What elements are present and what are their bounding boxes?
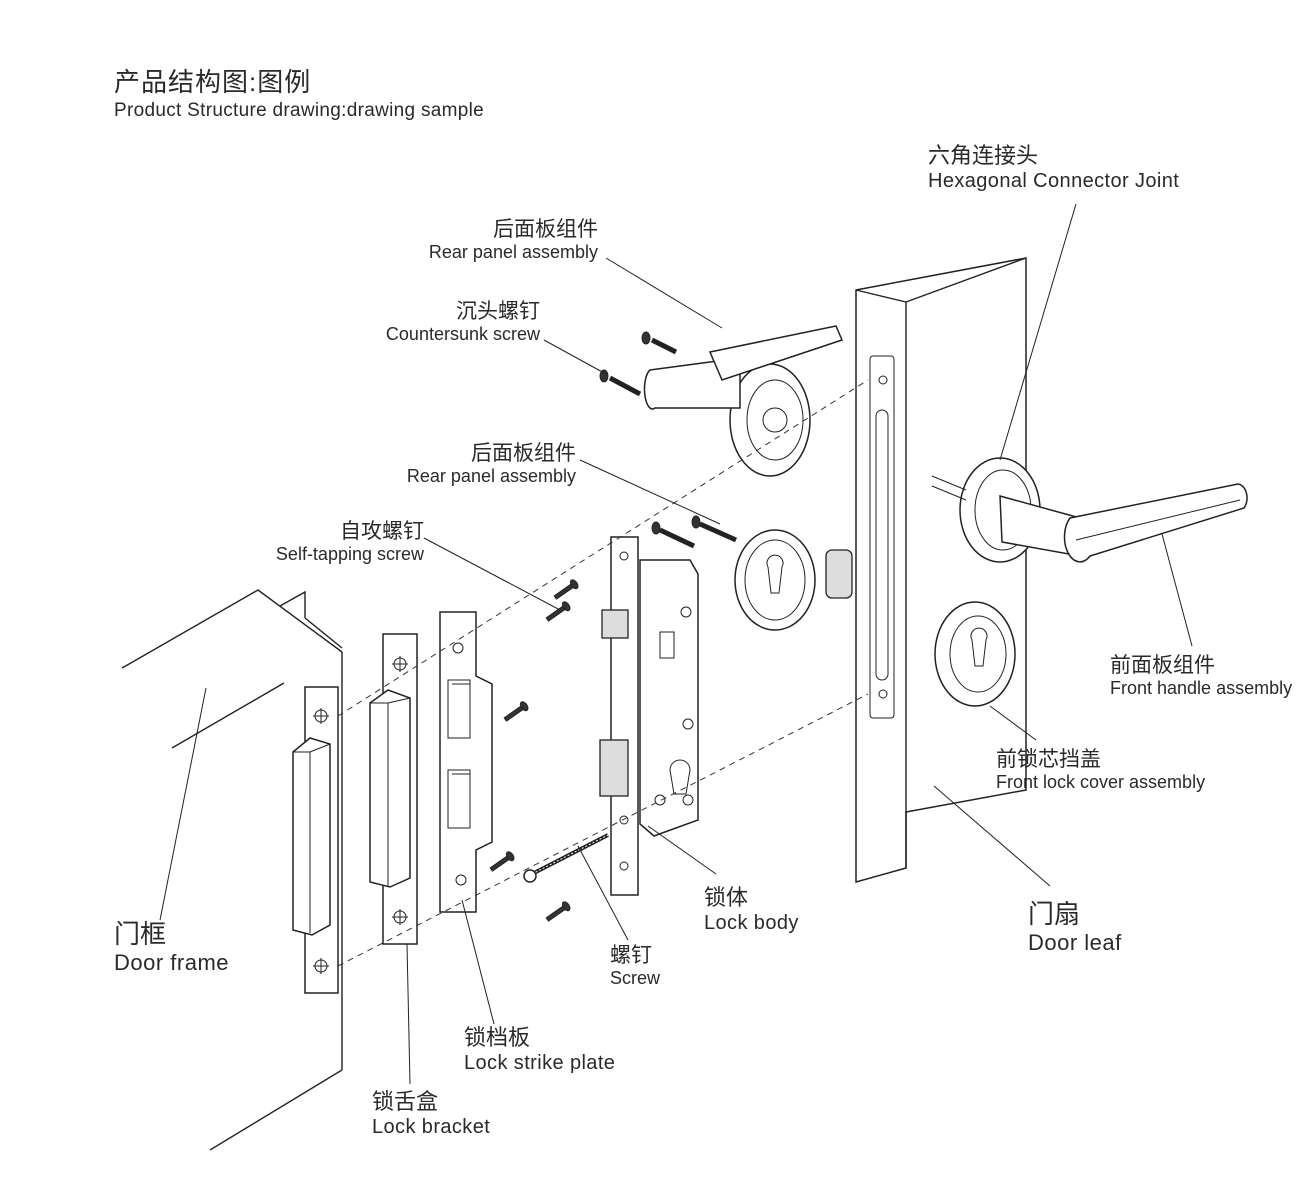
lock-strike-plate-drawing: [439, 611, 493, 913]
label-door-leaf: 门扇 Door leaf: [1028, 900, 1122, 955]
label-en: Lock strike plate: [464, 1052, 616, 1075]
label-en: Front lock cover assembly: [996, 772, 1206, 793]
label-en: Door leaf: [1028, 929, 1122, 955]
label-en: Door frame: [114, 949, 230, 975]
label-screw: 螺钉 Screw: [610, 944, 660, 989]
label-en: Rear panel assembly: [428, 242, 598, 263]
label-zh: 自攻螺钉: [340, 520, 424, 543]
label-zh: 沉头螺钉: [456, 300, 540, 323]
label-zh: 门扇: [1028, 899, 1081, 929]
label-zh: 前面板组件: [1110, 654, 1215, 677]
door-leaf-drawing: [855, 257, 1027, 883]
label-front-lock-cover: 前锁芯挡盖 Front lock cover assembly: [996, 748, 1205, 793]
label-en: Countersunk screw: [385, 324, 540, 345]
label-zh: 锁档板: [464, 1025, 531, 1050]
label-en: Rear panel assembly: [406, 466, 576, 487]
title-zh: 产品结构图:图例: [114, 67, 312, 97]
label-zh: 锁舌盒: [372, 1089, 439, 1114]
label-rear-panel-top: 后面板组件 Rear panel assembly: [396, 218, 598, 263]
label-zh: 前锁芯挡盖: [996, 748, 1101, 771]
label-en: Lock bracket: [372, 1116, 491, 1139]
label-zh: 锁体: [704, 885, 749, 910]
assembly-guide-lines: [337, 379, 869, 967]
label-lock-body: 锁体 Lock body: [704, 885, 799, 935]
label-lock-bracket: 锁舌盒 Lock bracket: [372, 1089, 491, 1139]
panel-screws-drawing: [651, 515, 738, 549]
label-self-tapping-screw: 自攻螺钉 Self-tapping screw: [254, 520, 424, 565]
label-zh: 门框: [114, 919, 167, 949]
label-countersunk-screw: 沉头螺钉 Countersunk screw: [362, 300, 540, 345]
rear-handle-drawing: [599, 325, 844, 477]
label-zh: 后面板组件: [471, 442, 576, 465]
front-lock-cover-drawing: [934, 601, 1016, 707]
page-title: 产品结构图:图例 Product Structure drawing:drawi…: [114, 68, 484, 121]
label-front-handle: 前面板组件 Front handle assembly: [1110, 654, 1292, 699]
front-handle-drawing: [931, 457, 1248, 563]
rear-lock-cover-drawing: [734, 529, 853, 631]
label-en: Hexagonal Connector Joint: [928, 170, 1180, 193]
label-hex-joint: 六角连接头 Hexagonal Connector Joint: [928, 143, 1180, 193]
label-zh: 六角连接头: [928, 143, 1039, 168]
lock-body-drawing: [599, 536, 699, 896]
label-en: Self-tapping screw: [275, 544, 424, 565]
label-en: Front handle assembly: [1110, 678, 1293, 699]
label-zh: 螺钉: [610, 944, 652, 967]
label-rear-panel-mid: 后面板组件 Rear panel assembly: [372, 442, 576, 487]
label-en: Screw: [610, 968, 661, 989]
frame-strike-plate-drawing: [292, 686, 339, 994]
self-tapping-screws-drawing: [489, 579, 579, 922]
label-lock-strike-plate: 锁档板 Lock strike plate: [464, 1025, 616, 1075]
title-en: Product Structure drawing:drawing sample: [114, 99, 485, 121]
long-screw-drawing: [523, 833, 609, 883]
label-door-frame: 门框 Door frame: [114, 920, 229, 975]
door-frame-drawing: [121, 589, 343, 1151]
label-zh: 后面板组件: [493, 218, 598, 241]
label-en: Lock body: [704, 912, 799, 935]
lock-bracket-drawing: [369, 633, 418, 945]
leader-lines: [159, 203, 1193, 1085]
